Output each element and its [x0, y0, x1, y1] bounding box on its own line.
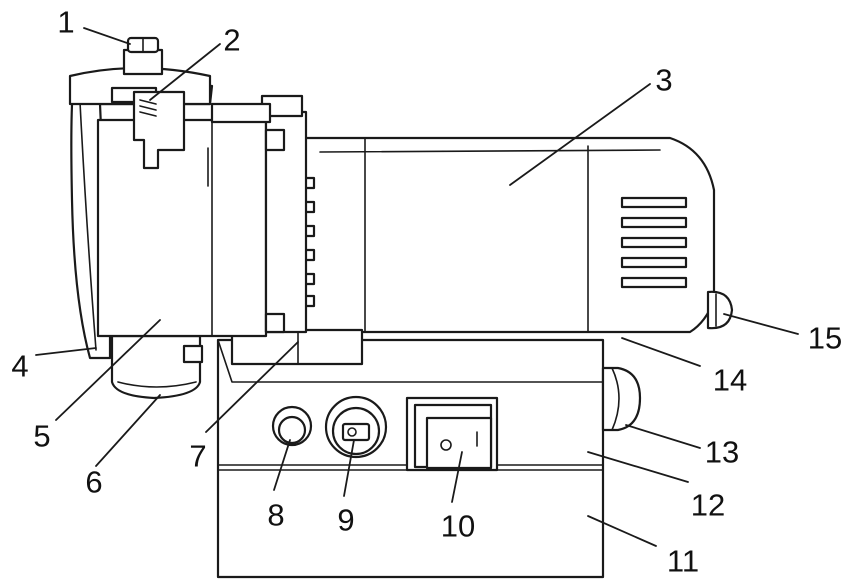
lock-bracket	[132, 90, 186, 170]
vent-slot	[620, 256, 688, 269]
callout-3: 3	[655, 62, 673, 98]
leader-9	[343, 439, 355, 497]
callout-10: 10	[440, 508, 476, 544]
side-knob	[601, 366, 642, 432]
thread-marks	[139, 99, 157, 117]
front-housing	[96, 110, 308, 338]
gear-housing-edge	[79, 101, 97, 351]
callout-8: 8	[267, 497, 285, 533]
motor-body	[294, 136, 716, 334]
callout-1: 1	[57, 4, 75, 40]
socket-pin-hole	[347, 427, 357, 437]
top-nut	[122, 36, 164, 76]
callout-9: 9	[337, 502, 355, 538]
leader-5	[55, 319, 161, 421]
switch-rocker	[425, 416, 493, 470]
callout-7: 7	[189, 438, 207, 474]
vent-slot	[620, 196, 688, 209]
leader-13	[625, 424, 701, 449]
top-nut-body	[122, 48, 164, 76]
vent-slot	[620, 276, 688, 289]
leader-lines	[35, 27, 799, 547]
base-top-edge	[217, 339, 604, 383]
callout-6: 6	[85, 464, 103, 500]
clamp-screw-top	[264, 128, 286, 152]
power-socket	[324, 395, 388, 459]
callout-15: 15	[807, 320, 843, 356]
vent-slot	[620, 216, 688, 229]
leader-8	[273, 439, 291, 491]
callout-4: 4	[11, 348, 29, 384]
side-knob-body	[601, 366, 642, 432]
callout-13: 13	[704, 434, 740, 470]
callout-5: 5	[33, 418, 51, 454]
leader-1	[83, 27, 131, 45]
cable-gland-body	[706, 290, 734, 330]
cutter-edge	[117, 381, 197, 388]
top-bridge	[210, 102, 272, 124]
motor-top-edge	[319, 149, 661, 153]
leader-10	[451, 451, 463, 503]
leader-6	[95, 394, 161, 467]
top-cap	[68, 66, 304, 170]
round-button-cap	[277, 415, 307, 445]
callout-2: 2	[223, 22, 241, 58]
front-housing-panel	[96, 118, 268, 338]
leader-4	[35, 347, 97, 356]
callout-11: 11	[666, 543, 700, 579]
cutter-shell	[110, 334, 202, 400]
leader-11	[587, 515, 657, 547]
leader-2	[149, 43, 221, 101]
round-button	[271, 405, 313, 447]
vent-slot	[620, 236, 688, 249]
clamp-screw-bottom	[264, 312, 286, 334]
callout-12: 12	[690, 487, 726, 523]
leader-7	[205, 341, 299, 433]
callout-14: 14	[712, 362, 748, 398]
leader-3	[509, 83, 651, 186]
leader-15	[723, 313, 799, 335]
cutter-base	[110, 334, 204, 400]
switch-off-mark	[440, 439, 452, 451]
motor-shell	[303, 136, 716, 334]
cable-gland	[706, 290, 734, 330]
leader-14	[621, 337, 701, 367]
cutter-screw	[182, 344, 204, 364]
leader-12	[587, 451, 689, 483]
side-knob-edge	[611, 367, 620, 431]
rocker-switch	[405, 396, 499, 472]
